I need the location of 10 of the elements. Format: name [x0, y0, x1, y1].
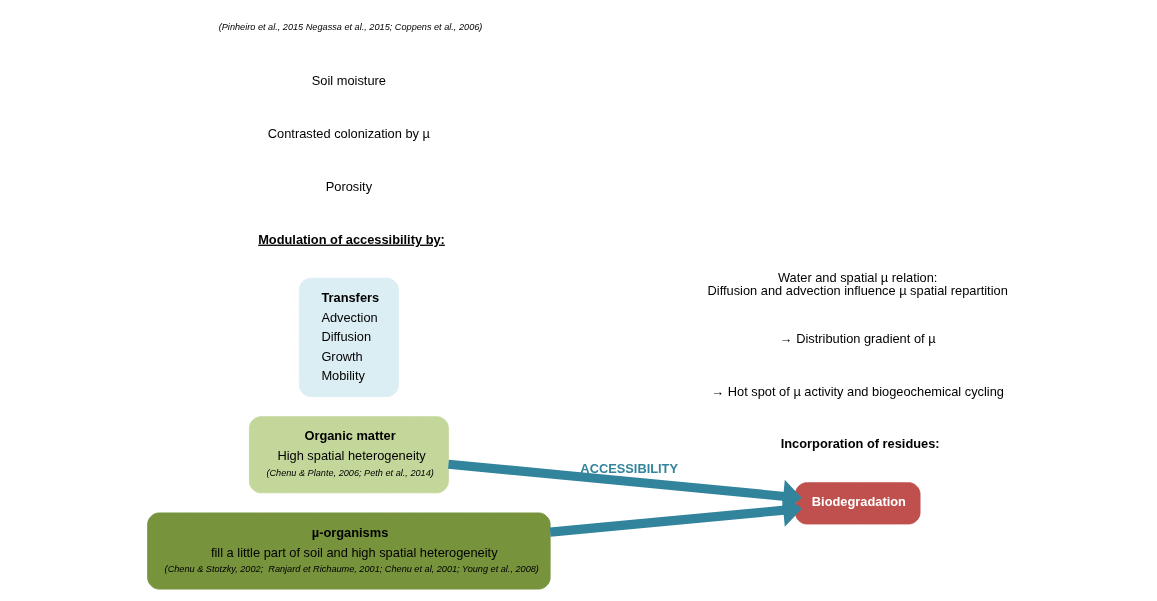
label: Porosity — [325, 179, 372, 195]
edge-label: ACCESSIBILITY — [579, 461, 678, 477]
label: Modulation of accessibility by: — [257, 231, 445, 247]
label: Contrasted colonization by µ — [267, 126, 430, 142]
label: (Pinheiro et al., 2015 Negassa et al., 2015; Coppens et al., 2006) — [218, 21, 482, 32]
label: → Distribution gradient of µ — [779, 330, 936, 346]
label: Water and spatial µ relation: Diffusion and advection influence µ spatial repartition — [707, 269, 1008, 299]
label: Incorporation of residues: — [780, 436, 940, 452]
label: → Hot spot of µ activity and biogeochemical cycling — [710, 383, 1004, 399]
label: Soil moisture — [311, 73, 386, 89]
